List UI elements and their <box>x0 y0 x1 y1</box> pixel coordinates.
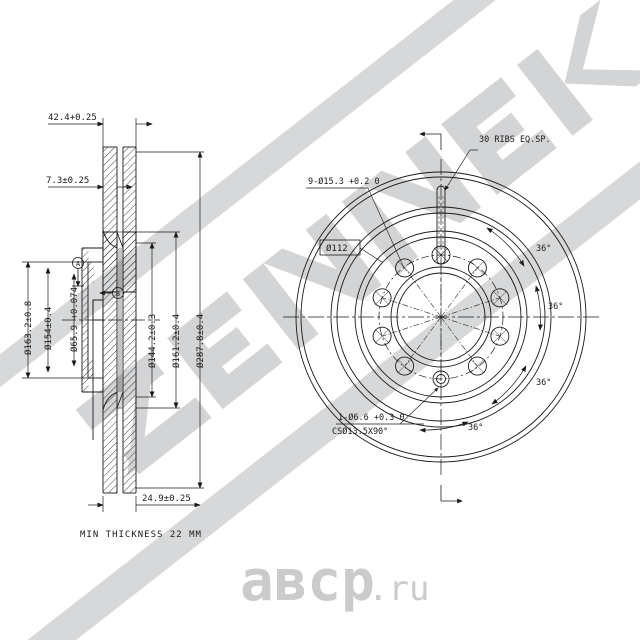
leader-locating-hole <box>336 387 439 425</box>
rib-detail <box>436 185 446 265</box>
dim-disc-thickness <box>88 496 201 512</box>
dim-label-thickness: 24.9±0.25 <box>142 494 191 504</box>
callout-bolt-holes: 9-Ø15.3 +0.2 0 <box>308 176 380 187</box>
bolt-hole <box>395 356 415 376</box>
note-min-thickness: MIN THICKNESS 22 MM <box>80 530 202 540</box>
locating-hole <box>432 370 450 388</box>
bolt-hole <box>395 258 415 278</box>
bolt-hole <box>490 326 510 346</box>
dim-vertical-left <box>22 261 90 379</box>
balloon-b-label: B <box>116 290 120 298</box>
bolt-hole <box>467 356 487 376</box>
circular-view <box>283 131 599 504</box>
dim-label-d1612: Ø161.2±0.4 <box>171 314 182 368</box>
dim-label-d659: Ø65.9 +0.074 <box>69 287 80 352</box>
callout-locating-hole-2: CSØ13.5X90° <box>332 426 388 437</box>
balloon-a <box>72 257 84 287</box>
angle-label-4: 36° <box>468 423 483 433</box>
dim-overall-width <box>48 118 153 150</box>
leader-bolt-holes <box>306 187 405 269</box>
bolt-holes <box>372 245 510 388</box>
angle-arcs <box>419 227 543 433</box>
radial-spokes <box>382 255 500 379</box>
callout-locating-hole-1: 1-Ø6.6 +0.3 0 <box>338 412 405 423</box>
section-vent-gap <box>117 231 123 409</box>
bolt-hole <box>490 288 510 308</box>
balloon-a-label: A <box>76 260 81 268</box>
dim-label-hub-offset: 7.3±0.25 <box>46 176 89 186</box>
angle-label-2: 36° <box>548 302 563 312</box>
dim-label-d1632: Ø163.2±0.8 <box>23 301 34 355</box>
dim-label-d154: Ø154±0.4 <box>43 307 54 350</box>
disc-outer-circle-inner <box>300 176 582 458</box>
dim-label-d2878: Ø287.8±0.4 <box>195 314 206 368</box>
callout-pcd: Ø112 <box>326 243 348 254</box>
bolt-hole <box>372 326 392 346</box>
section-arrow-bottom <box>440 485 463 504</box>
balloon-b <box>99 287 124 299</box>
bolt-hole <box>372 288 392 308</box>
dim-label-overall-width: 42.4+0.25 <box>48 113 97 123</box>
section-hat-hatch-small <box>88 262 94 378</box>
pcd-box <box>319 239 383 263</box>
section-hub-upper <box>92 292 104 440</box>
callout-ribs: 30 RIBS EQ.SP. <box>479 135 551 145</box>
section-arrow-top <box>419 131 442 150</box>
angle-label-1: 36° <box>536 244 551 254</box>
leader-ribs <box>444 149 478 191</box>
angle-label-3: 36° <box>536 378 551 388</box>
dim-hub-offset <box>48 182 133 200</box>
section-inner-lines <box>118 248 122 392</box>
dim-label-d1442: Ø144.2±0.3 <box>147 314 158 368</box>
dim-vertical-right <box>136 151 204 489</box>
bolt-hole <box>467 258 487 278</box>
